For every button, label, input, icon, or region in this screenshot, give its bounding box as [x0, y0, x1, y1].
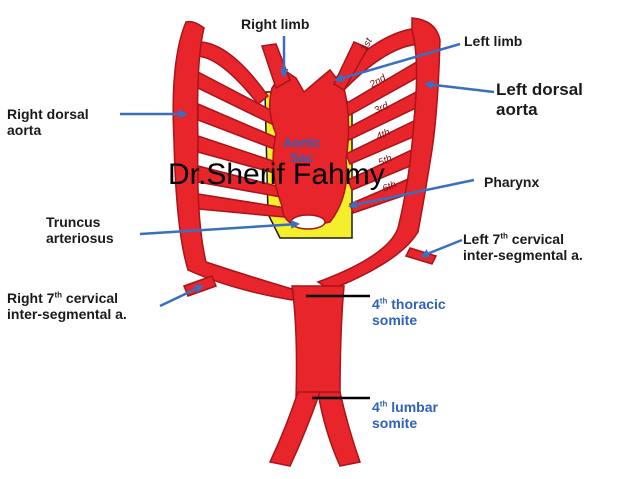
truncus-arteriosus-opening: [290, 214, 326, 230]
label-right-7th-cervical-pre: Right 7: [7, 290, 55, 306]
label-thoracic-sup: th: [379, 296, 388, 306]
descending-aorta: [291, 285, 345, 399]
arch-number-6: 6th: [381, 179, 398, 195]
label-4th-lumbar-somite: 4th lumbar somite: [372, 399, 438, 431]
dorsal-aortae: [172, 17, 441, 467]
left-common-iliac: [317, 391, 361, 467]
label-aortic-sac: Aortic Sac: [283, 135, 321, 165]
label-left-7th-cervical-post: cervical inter-segmental a.: [463, 231, 583, 264]
label-left-7th-cervical-sup: th: [500, 231, 508, 241]
label-pharynx: Pharynx: [484, 174, 540, 190]
label-right-7th-cervical-sup: th: [54, 290, 63, 300]
label-lumbar-post: lumbar somite: [372, 399, 438, 432]
right-dorsal-aorta: [172, 20, 304, 301]
label-left-7th-cervical-pre: Left 7: [463, 231, 501, 247]
label-right-7th-cervical-post: cervical inter-segmental a.: [7, 290, 127, 323]
label-lumbar-pre: 4: [372, 399, 380, 415]
author-watermark: Dr.Sherif Fahmy: [168, 158, 385, 191]
right-limb-vessel: [261, 43, 291, 90]
label-left-7th-cervical: Left 7th cervical inter-segmental a.: [463, 231, 583, 263]
left-dorsal-aorta: [316, 17, 441, 291]
label-thoracic-post: thoracic somite: [372, 296, 446, 329]
label-right-limb: Right limb: [241, 16, 310, 32]
right-common-iliac: [268, 391, 322, 467]
arch-number-4: 4th: [375, 127, 393, 143]
label-4th-thoracic-somite: 4th thoracic somite: [372, 296, 446, 328]
label-left-dorsal-aorta: Left dorsal aorta: [496, 80, 583, 119]
level-pointers: [306, 294, 370, 400]
label-lumbar-sup: th: [379, 399, 388, 409]
arch-number-5: 5th: [377, 153, 395, 169]
label-thoracic-pre: 4: [372, 296, 380, 312]
label-right-dorsal-aorta: Right dorsal aorta: [7, 106, 89, 139]
label-left-limb: Left limb: [464, 33, 523, 49]
left-7th-intersegmental-vessel: [404, 247, 438, 265]
label-truncus-arteriosus: Truncus arteriosus: [46, 214, 114, 247]
label-arrows: [120, 36, 495, 308]
label-right-7th-cervical: Right 7th cervical inter-segmental a.: [7, 290, 127, 322]
